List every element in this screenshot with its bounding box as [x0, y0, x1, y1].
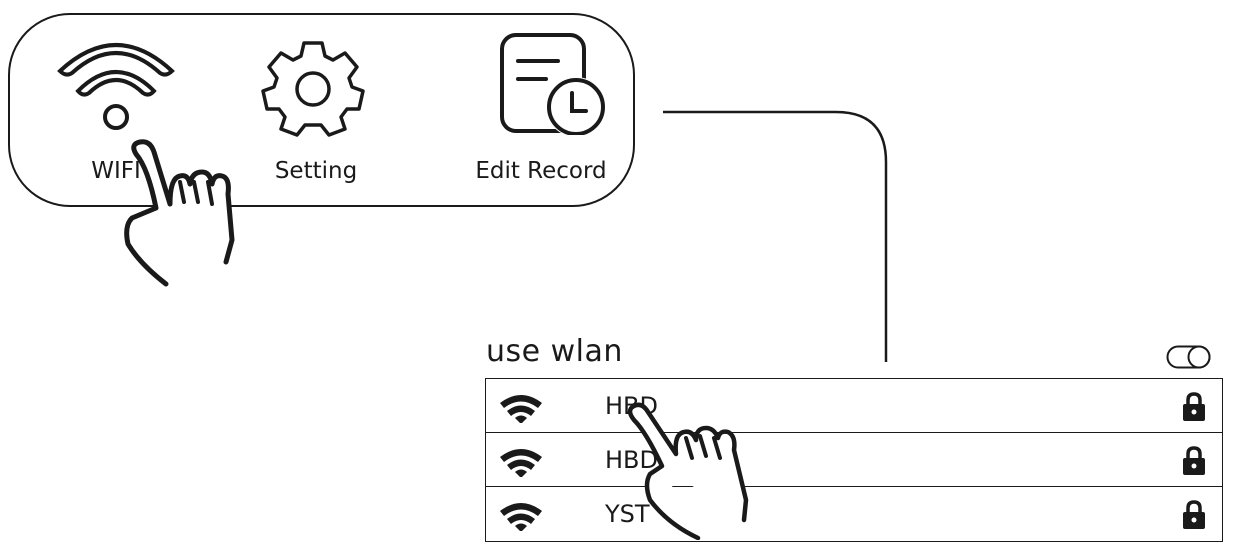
wlan-row-hbd[interactable]: HBD [485, 378, 1223, 432]
menu-label-edit-record: Edit Record [475, 158, 607, 184]
wlan-row-hbd-5g[interactable]: HBD-5G [485, 432, 1223, 486]
wifi-icon [57, 43, 175, 130]
lock-icon [1183, 392, 1205, 421]
wlan-title: use wlan [486, 334, 623, 369]
menu-panel: WIFI Setting Edit Record [8, 13, 635, 207]
hand-pointer-icon [124, 139, 235, 287]
gear-icon [261, 41, 365, 137]
wlan-row-yst[interactable]: YST [485, 486, 1223, 542]
record-clock-icon [500, 33, 606, 135]
wifi-signal-icon [500, 395, 542, 423]
menu-label-setting: Setting [274, 158, 358, 184]
wlan-list: HBD HBD-5G YST [485, 378, 1223, 542]
lock-icon [1183, 500, 1205, 529]
hand-pointer-icon [627, 402, 749, 540]
menu-label-wifi: WIFI [91, 158, 141, 184]
toggle-icon[interactable] [1166, 345, 1212, 369]
wifi-signal-icon [500, 449, 542, 477]
ssid-label: YST [605, 500, 650, 528]
lock-icon [1183, 446, 1205, 475]
wifi-signal-icon [500, 503, 542, 531]
